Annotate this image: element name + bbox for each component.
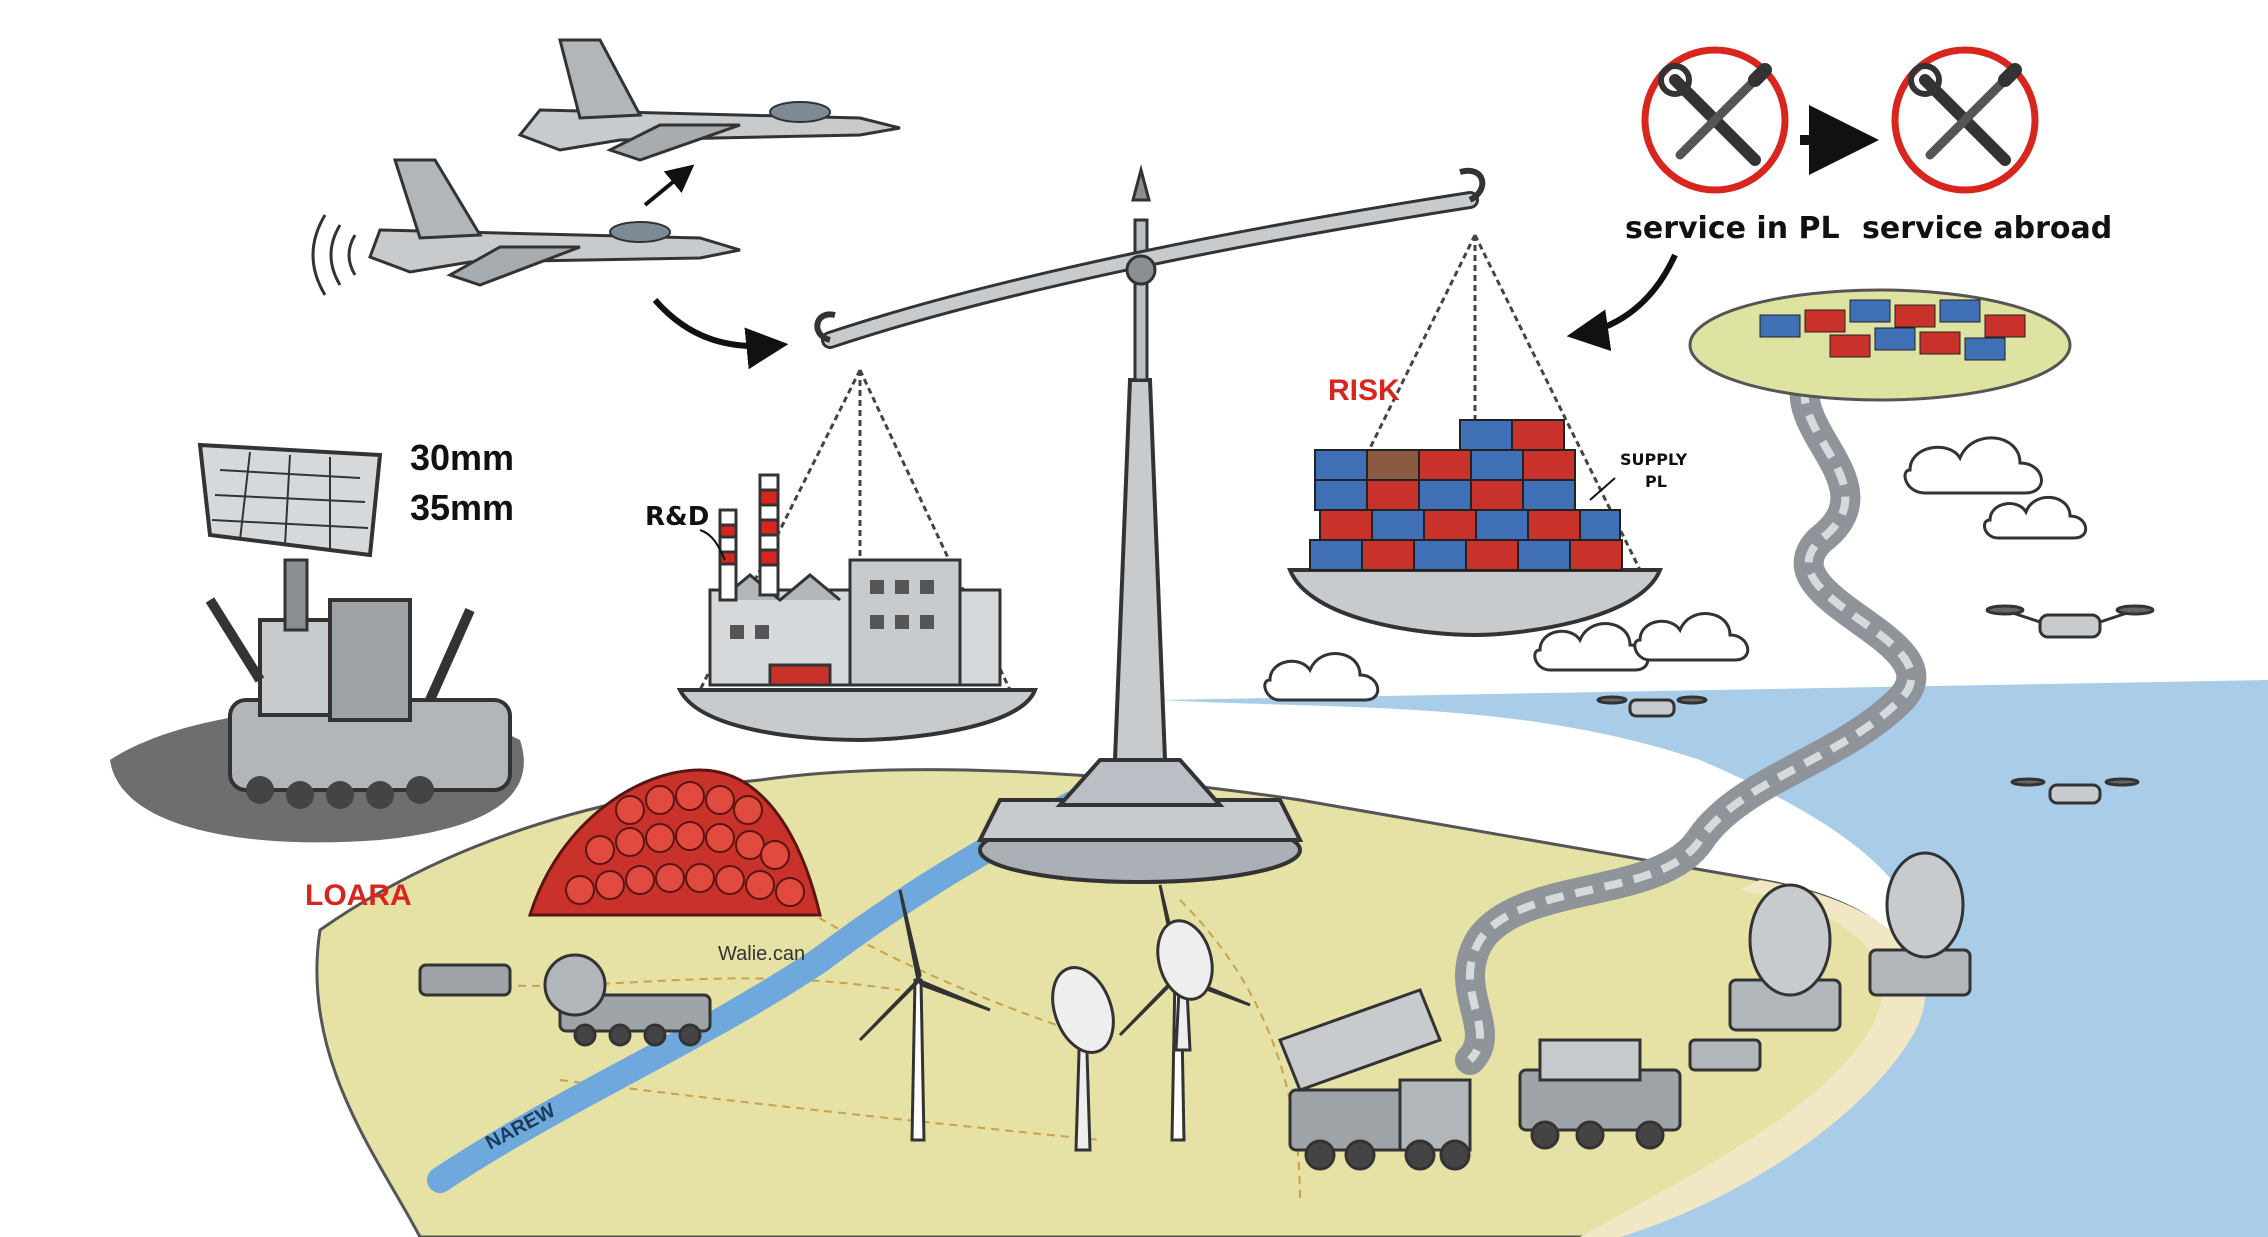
watermark: Walie.can: [718, 943, 805, 965]
wrench-screwdriver-icon: [1891, 46, 2039, 194]
region-borders: [419, 879, 1301, 1201]
caliber-35mm: 35mm: [410, 487, 514, 528]
rnd-label: R&D: [645, 502, 709, 532]
supply-road-lane: [1466, 357, 1916, 1063]
radar-icon: [110, 442, 524, 843]
supply-label-2: PL: [1645, 472, 1667, 491]
wrench-screwdriver-icon: [1641, 46, 1789, 194]
rnd-pointer: [699, 529, 726, 561]
drone-icon: [1596, 604, 2155, 805]
ammunition-pile: [527, 768, 822, 917]
arrow-service-to-scale: [1566, 253, 1678, 352]
supply-pointer: [1589, 477, 1616, 501]
island-containers: [1759, 299, 2026, 361]
arrow-jet-up: [643, 164, 695, 207]
risk-label: RISK: [1328, 374, 1400, 407]
signal-waves: [311, 214, 357, 296]
supply-label-1: SUPPLY: [1620, 450, 1688, 469]
fighter-jet-icon: [368, 158, 741, 287]
sea: [1160, 680, 2268, 1237]
balance-scale-icon: [676, 164, 1663, 884]
system-name-loara: LOARA: [305, 879, 412, 912]
satellite-dish-icon: [1051, 919, 1214, 1152]
missile-launcher-icon: [1278, 988, 1682, 1171]
clouds: [1263, 436, 2087, 702]
factory-icon: [708, 473, 1002, 687]
arrow-jet-to-scale: [652, 298, 789, 370]
service-in-pl-label: service in PL: [1625, 211, 1840, 246]
coastal-radar-vehicles: [1688, 851, 1972, 1072]
caliber-30mm: 30mm: [410, 437, 514, 478]
service-abroad-label: service abroad: [1862, 211, 2112, 246]
ground-vehicles-left: [418, 953, 712, 1047]
fighter-jet-icon: [517, 38, 901, 162]
container-icon: [1309, 419, 1623, 571]
beach: [1580, 880, 1926, 1237]
